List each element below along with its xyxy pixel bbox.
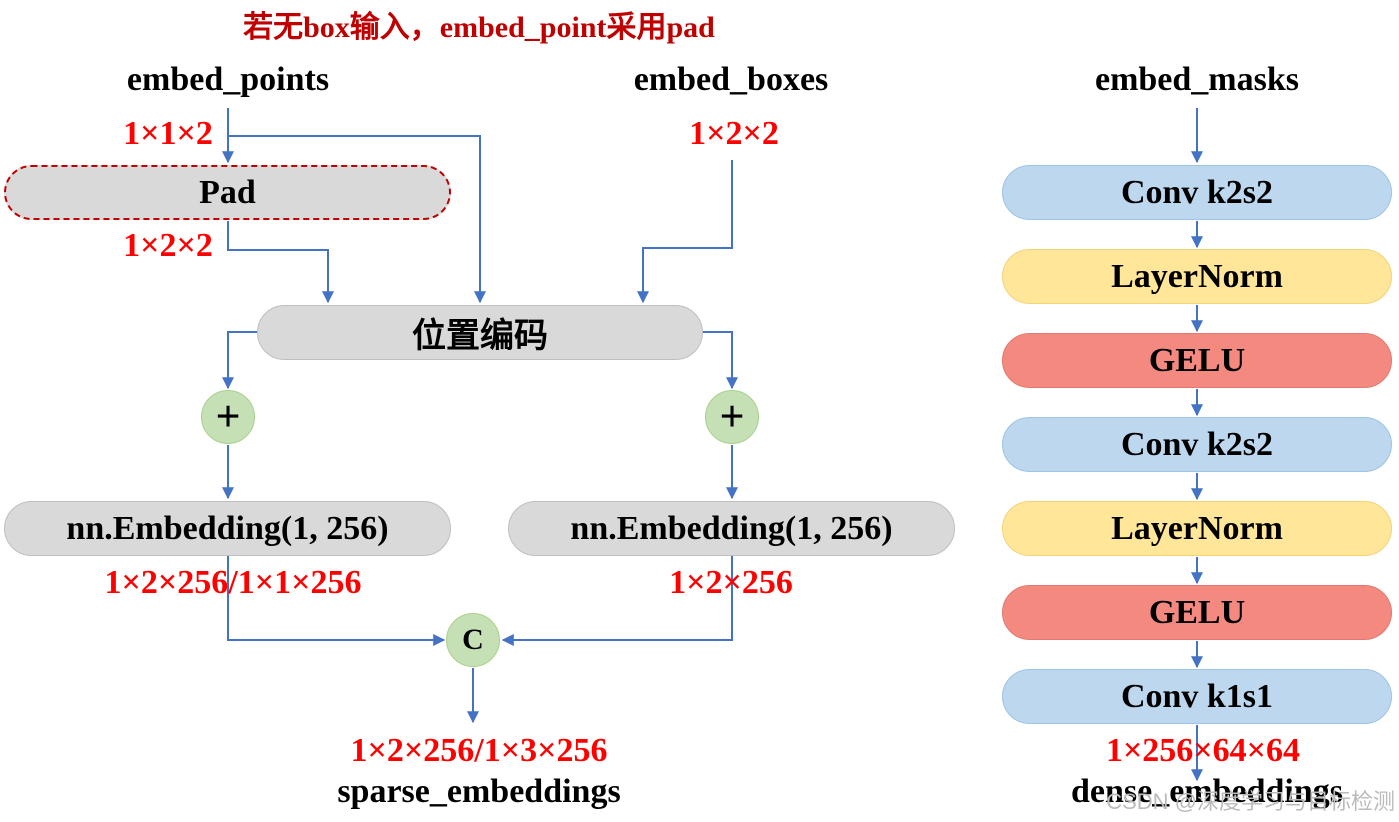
mask-layer-conv-2: Conv k2s2	[1002, 417, 1392, 472]
arrow-embedding-right-to-concat	[501, 556, 733, 646]
mask-layer-conv-1: Conv k2s2	[1002, 165, 1392, 220]
mask-layer-norm-2: LayerNorm	[1002, 501, 1392, 556]
mask-layer-norm-1: LayerNorm	[1002, 249, 1392, 304]
concat-icon: C	[462, 623, 484, 656]
embedding-right-shape: 1×2×256	[669, 564, 793, 601]
dense-output-shape: 1×256×64×64	[1105, 732, 1301, 769]
points-input-shape: 1×1×2	[123, 115, 213, 152]
dense-embeddings-title: dense_embeddings	[1070, 773, 1344, 810]
embedding-box-left: nn.Embedding(1, 256)	[4, 501, 451, 556]
mask-layer-conv-3: Conv k1s1	[1002, 669, 1392, 724]
plus-icon: +	[719, 392, 745, 441]
embed-points-title: embed_points	[126, 61, 330, 98]
add-node-left: +	[201, 390, 255, 444]
boxes-input-shape: 1×2×2	[689, 115, 779, 152]
arrow-pe-to-plus-right	[703, 331, 738, 390]
pad-output-shape: 1×2×2	[123, 227, 213, 264]
embed-masks-title: embed_masks	[1094, 61, 1300, 98]
positional-encoding-box: 位置编码	[257, 305, 703, 360]
add-node-right: +	[705, 390, 759, 444]
arrow-embedding-left-to-concat	[227, 556, 446, 646]
mask-layer-gelu-2: GELU	[1002, 585, 1392, 640]
arrow-pad-to-pe	[227, 221, 334, 304]
watermark: CSDN @深度学习与目标检测	[1106, 789, 1395, 814]
sparse-output-shape: 1×2×256/1×3×256	[350, 732, 608, 769]
pad-note: 若无box输入，embed_point采用pad	[243, 11, 715, 44]
arrow-boxes-to-pe	[637, 160, 733, 304]
mask-layer-gelu-1: GELU	[1002, 333, 1392, 388]
embedding-box-right: nn.Embedding(1, 256)	[508, 501, 955, 556]
plus-icon: +	[215, 392, 241, 441]
arrow-pe-to-plus-left	[222, 331, 258, 390]
arrow-points-to-pe	[228, 135, 486, 304]
concat-node: C	[446, 613, 500, 667]
embed-boxes-title: embed_boxes	[633, 61, 829, 98]
pad-box: Pad	[4, 165, 451, 220]
sparse-embeddings-title: sparse_embeddings	[337, 773, 621, 810]
embedding-left-shape: 1×2×256/1×1×256	[104, 564, 362, 601]
